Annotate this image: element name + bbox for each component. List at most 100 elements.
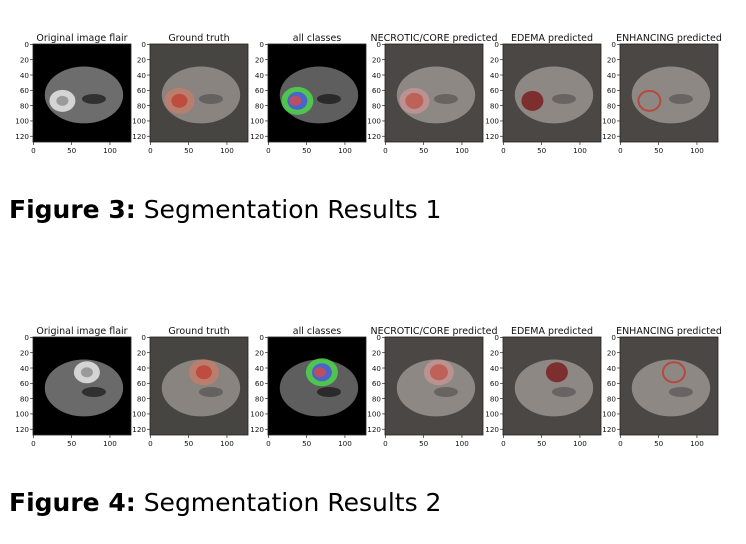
y-tick-label: 120	[485, 425, 499, 434]
y-tick-label: 0	[494, 333, 499, 342]
x-tick-label: 50	[67, 439, 77, 448]
x-tick-label: 100	[455, 439, 469, 448]
y-tick-label: 20	[607, 348, 617, 357]
y-tick-label: 80	[20, 394, 30, 403]
y-tick-label: 60	[137, 86, 147, 95]
y-tick-label: 0	[141, 333, 146, 342]
y-tick-label: 40	[490, 71, 500, 80]
y-tick-label: 60	[372, 86, 382, 95]
figure-3-label: Figure 3:	[9, 195, 136, 224]
figure-4-caption: Figure 4: Segmentation Results 2	[9, 488, 441, 517]
x-tick-label: 0	[31, 439, 36, 448]
y-tick-label: 120	[367, 425, 381, 434]
figure-4-caption-text: Segmentation Results 2	[143, 488, 442, 517]
y-tick-label: 100	[15, 410, 29, 419]
x-tick-label: 0	[618, 439, 623, 448]
y-tick-label: 80	[20, 101, 30, 110]
brain-image	[396, 66, 476, 124]
y-tick-label: 20	[137, 55, 147, 64]
brain-image	[161, 359, 241, 417]
y-tick-label: 0	[259, 333, 264, 342]
panel-title: NECROTIC/CORE predicted	[370, 33, 497, 44]
y-tick-label: 20	[607, 55, 617, 64]
x-tick-label: 100	[338, 146, 352, 155]
y-tick-label: 40	[372, 71, 382, 80]
y-tick-label: 20	[255, 348, 265, 357]
x-tick-label: 50	[419, 439, 429, 448]
x-tick-label: 0	[266, 146, 271, 155]
brain-image	[279, 359, 359, 417]
y-tick-label: 80	[607, 394, 617, 403]
figure-3-caption: Figure 3: Segmentation Results 1	[9, 195, 441, 224]
x-tick-label: 0	[383, 439, 388, 448]
brain-image	[631, 359, 711, 417]
y-tick-label: 100	[132, 117, 146, 126]
y-tick-label: 20	[255, 55, 265, 64]
x-tick-label: 100	[220, 439, 234, 448]
x-tick-label: 0	[148, 439, 153, 448]
x-tick-label: 100	[103, 146, 117, 155]
y-tick-label: 40	[137, 71, 147, 80]
y-tick-label: 100	[485, 410, 499, 419]
y-tick-label: 40	[255, 71, 265, 80]
y-tick-label: 80	[372, 101, 382, 110]
y-tick-label: 40	[607, 71, 617, 80]
brain-image	[631, 66, 711, 124]
x-tick-label: 0	[501, 146, 506, 155]
y-tick-label: 60	[20, 379, 30, 388]
x-tick-label: 100	[220, 146, 234, 155]
y-tick-label: 60	[607, 86, 617, 95]
y-tick-label: 120	[132, 425, 146, 434]
y-tick-label: 40	[372, 364, 382, 373]
y-tick-label: 80	[490, 394, 500, 403]
panel-title: Original image flair	[36, 326, 127, 337]
panel-title: Ground truth	[168, 326, 229, 337]
x-tick-label: 50	[654, 439, 664, 448]
y-tick-label: 80	[255, 101, 265, 110]
panel-title: NECROTIC/CORE predicted	[370, 326, 497, 337]
y-tick-label: 120	[602, 425, 616, 434]
y-tick-label: 40	[490, 364, 500, 373]
y-tick-label: 80	[137, 101, 147, 110]
y-tick-label: 0	[24, 333, 29, 342]
x-tick-label: 0	[31, 146, 36, 155]
y-tick-label: 0	[611, 333, 616, 342]
y-tick-label: 80	[607, 101, 617, 110]
y-tick-label: 60	[137, 379, 147, 388]
y-tick-label: 20	[372, 348, 382, 357]
y-tick-label: 20	[137, 348, 147, 357]
x-tick-label: 50	[419, 146, 429, 155]
x-tick-label: 0	[501, 439, 506, 448]
y-tick-label: 120	[15, 132, 29, 141]
y-tick-label: 100	[367, 410, 381, 419]
y-tick-label: 120	[132, 132, 146, 141]
brain-image	[514, 359, 594, 417]
y-tick-label: 0	[376, 40, 381, 49]
y-tick-label: 80	[372, 394, 382, 403]
x-tick-label: 100	[690, 439, 704, 448]
x-tick-label: 50	[184, 146, 194, 155]
figure-3-caption-text: Segmentation Results 1	[143, 195, 442, 224]
y-tick-label: 80	[255, 394, 265, 403]
y-tick-label: 120	[250, 425, 264, 434]
panel-title: ENHANCING predicted	[616, 33, 722, 44]
x-tick-label: 50	[302, 146, 312, 155]
x-tick-label: 50	[302, 439, 312, 448]
y-tick-label: 0	[376, 333, 381, 342]
x-tick-label: 100	[103, 439, 117, 448]
y-tick-label: 100	[602, 117, 616, 126]
x-tick-label: 100	[690, 146, 704, 155]
brain-image	[396, 359, 476, 417]
y-tick-label: 0	[259, 40, 264, 49]
y-tick-label: 60	[490, 379, 500, 388]
y-tick-label: 0	[141, 40, 146, 49]
y-tick-label: 120	[15, 425, 29, 434]
y-tick-label: 120	[250, 132, 264, 141]
